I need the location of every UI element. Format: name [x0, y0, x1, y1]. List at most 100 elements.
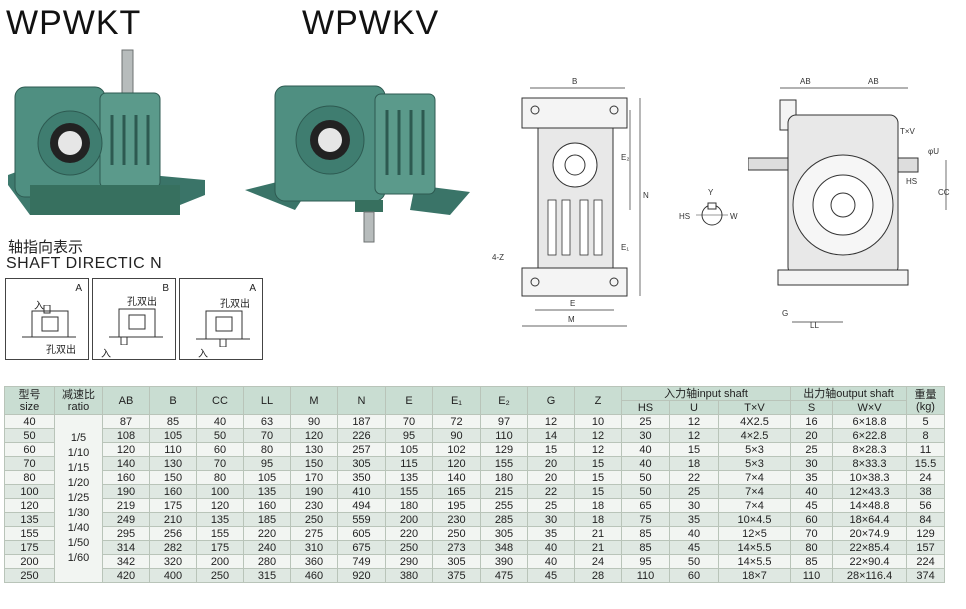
table-cell: 35: [669, 512, 719, 527]
table-cell: 35: [790, 470, 834, 485]
ratio-value: 1/30: [67, 507, 90, 519]
side-view-drawing: AB AB T×V φU HS CC G LL: [748, 77, 950, 330]
table-cell: 224: [906, 554, 946, 569]
table-cell: 18: [574, 498, 622, 513]
header-ab: AB: [102, 386, 150, 415]
table-cell: 12: [574, 428, 622, 443]
header-s: S: [790, 400, 834, 415]
table-cell: 135: [4, 512, 55, 527]
table-cell: 105: [385, 442, 433, 457]
table-cell: 25: [527, 498, 575, 513]
table-cell: 285: [480, 512, 528, 527]
table-cell: 105: [243, 470, 291, 485]
table-cell: 175: [4, 540, 55, 555]
title-wpwkv: WPWKV: [302, 4, 440, 42]
table-cell: 97: [480, 414, 528, 429]
header-e: E: [385, 386, 433, 415]
table-cell: 220: [385, 526, 433, 541]
table-cell: 80: [790, 540, 834, 555]
table-cell: 5: [906, 414, 946, 429]
table-cell: 108: [102, 428, 150, 443]
table-cell: 80: [4, 470, 55, 485]
header-input-shaft: 入力轴input shaft: [620, 386, 792, 401]
header-e1: E₁: [432, 386, 481, 415]
table-cell: 110: [149, 442, 197, 457]
table-cell: 150: [290, 456, 338, 471]
table-cell: 140: [432, 470, 481, 485]
table-cell: 90: [432, 428, 481, 443]
table-cell: 150: [149, 470, 197, 485]
front-view-drawing: B E₂ E₁ N 4-Z E M: [492, 77, 649, 327]
table-cell: 350: [337, 470, 386, 485]
header-z: Z: [574, 386, 622, 415]
table-cell: 226: [337, 428, 386, 443]
table-cell: 400: [149, 568, 197, 583]
table-cell: 12×43.3: [832, 484, 908, 499]
table-cell: 305: [480, 526, 528, 541]
dim-ab-right-label: AB: [868, 77, 879, 86]
table-cell: 200: [385, 512, 433, 527]
table-cell: 12: [574, 442, 622, 457]
table-cell: 40: [527, 554, 575, 569]
table-cell: 40: [196, 414, 244, 429]
table-cell: 273: [432, 540, 481, 555]
ratio-value: 1/15: [67, 462, 90, 474]
table-cell: 7×4: [717, 484, 792, 499]
table-cell: 80: [196, 470, 244, 485]
table-cell: 305: [337, 456, 386, 471]
ratio-value: 1/50: [67, 537, 90, 549]
table-cell: 120: [196, 498, 244, 513]
header-n: N: [337, 386, 386, 415]
table-cell: 20: [790, 428, 834, 443]
table-cell: 14×5.5: [717, 554, 792, 569]
table-cell: 175: [149, 498, 197, 513]
table-cell: 105: [149, 428, 197, 443]
ratio-value: 1/5: [70, 432, 87, 444]
table-cell: 135: [385, 470, 433, 485]
table-cell: 60: [196, 442, 244, 457]
direction-box-1: A 入 孔双出: [5, 278, 89, 360]
table-cell: 70: [790, 526, 834, 541]
direction-corner-label: B: [162, 283, 169, 294]
table-cell: 50: [621, 484, 670, 499]
table-cell: 135: [196, 512, 244, 527]
title-wpwkt: WPWKT: [6, 4, 142, 42]
table-cell: 25: [669, 484, 719, 499]
table-cell: 40: [4, 414, 55, 429]
table-cell: 250: [196, 568, 244, 583]
table-cell: 175: [196, 540, 244, 555]
header-g: G: [527, 386, 575, 415]
dim-g-label: G: [782, 309, 788, 318]
table-cell: 65: [621, 498, 670, 513]
table-cell: 110: [480, 428, 528, 443]
dim-y-label: Y: [708, 188, 714, 197]
dim-txv-label: T×V: [900, 127, 916, 136]
table-cell: 18: [669, 456, 719, 471]
table-cell: 100: [196, 484, 244, 499]
table-cell: 22×85.4: [832, 540, 908, 555]
table-cell: 40: [669, 526, 719, 541]
table-cell: 120: [290, 428, 338, 443]
table-cell: 135: [243, 484, 291, 499]
table-cell: 295: [102, 526, 150, 541]
table-cell: 45: [527, 568, 575, 583]
table-cell: 85: [621, 540, 670, 555]
table-cell: 920: [337, 568, 386, 583]
dim-m-label: M: [568, 315, 575, 324]
direction-in-label: 入: [101, 349, 111, 360]
table-cell: 15: [574, 484, 622, 499]
table-cell: 16: [790, 414, 834, 429]
table-cell: 70: [4, 456, 55, 471]
table-cell: 215: [480, 484, 528, 499]
ratio-value: 1/20: [67, 477, 90, 489]
direction-out-label: 孔双出: [46, 345, 76, 356]
table-cell: 38: [906, 484, 946, 499]
table-cell: 85: [790, 554, 834, 569]
table-cell: 56: [906, 498, 946, 513]
table-cell: 250: [290, 512, 338, 527]
table-cell: 21: [574, 526, 622, 541]
